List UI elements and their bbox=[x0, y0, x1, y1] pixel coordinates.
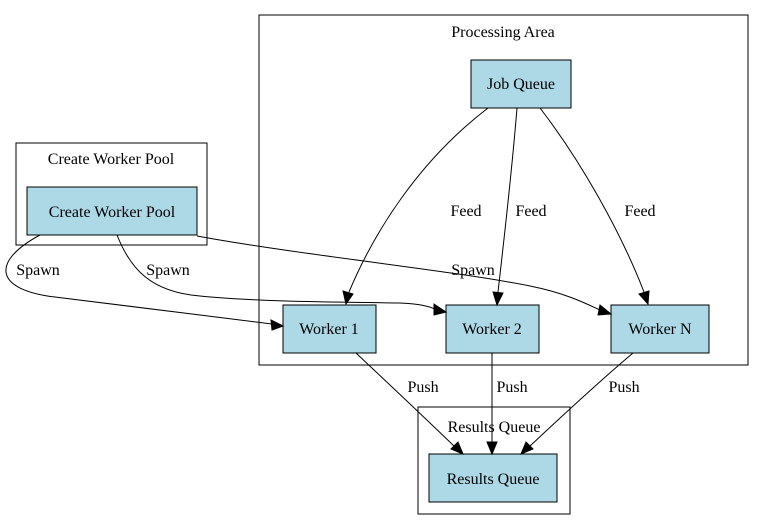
edge-feed-worker-2-label: Feed bbox=[515, 203, 546, 220]
cluster-pool-label: Create Worker Pool bbox=[48, 151, 175, 168]
edge-feed-worker-n: Feed bbox=[539, 107, 656, 306]
node-worker-1-label: Worker 1 bbox=[299, 321, 359, 338]
edge-push-worker-n-label: Push bbox=[608, 379, 639, 396]
edge-spawn-worker-n-label: Spawn bbox=[451, 262, 495, 279]
edge-feed-worker-n-label: Feed bbox=[624, 203, 655, 220]
cluster-results-label: Results Queue bbox=[448, 419, 541, 436]
node-create-worker-pool-label: Create Worker Pool bbox=[49, 204, 176, 221]
node-worker-2: Worker 2 bbox=[445, 304, 540, 354]
node-worker-2-label: Worker 2 bbox=[462, 321, 522, 338]
edge-feed-worker-1: Feed bbox=[342, 107, 489, 306]
edge-push-worker-n: Push bbox=[520, 352, 640, 455]
edge-spawn-worker-1-label: Spawn bbox=[16, 262, 60, 279]
edge-push-worker-1: Push bbox=[355, 352, 464, 455]
edge-spawn-worker-2: Spawn bbox=[116, 234, 448, 316]
node-job-queue-label: Job Queue bbox=[487, 76, 555, 93]
edge-spawn-worker-1: Spawn bbox=[5, 234, 285, 331]
node-create-worker-pool: Create Worker Pool bbox=[26, 186, 198, 236]
node-job-queue: Job Queue bbox=[470, 59, 572, 109]
cluster-processing-label: Processing Area bbox=[451, 24, 555, 41]
edge-spawn-worker-n: Spawn bbox=[196, 235, 613, 316]
node-results-queue: Results Queue bbox=[428, 453, 558, 503]
edge-push-worker-2: Push bbox=[486, 352, 528, 456]
node-results-queue-label: Results Queue bbox=[447, 471, 540, 488]
edge-spawn-worker-2-label: Spawn bbox=[146, 262, 190, 279]
node-worker-n: Worker N bbox=[610, 304, 710, 354]
cluster-create-worker-pool: Create Worker Pool bbox=[15, 142, 208, 246]
node-worker-n-label: Worker N bbox=[628, 321, 692, 338]
cluster-processing-area: Processing Area bbox=[258, 14, 749, 366]
edge-feed-worker-1-label: Feed bbox=[450, 203, 481, 220]
cluster-results-queue: Results Queue bbox=[417, 406, 571, 515]
edge-push-worker-1-label: Push bbox=[407, 379, 438, 396]
edge-push-worker-2-label: Push bbox=[496, 379, 527, 396]
node-worker-1: Worker 1 bbox=[282, 304, 377, 354]
edge-feed-worker-2: Feed bbox=[492, 107, 547, 307]
